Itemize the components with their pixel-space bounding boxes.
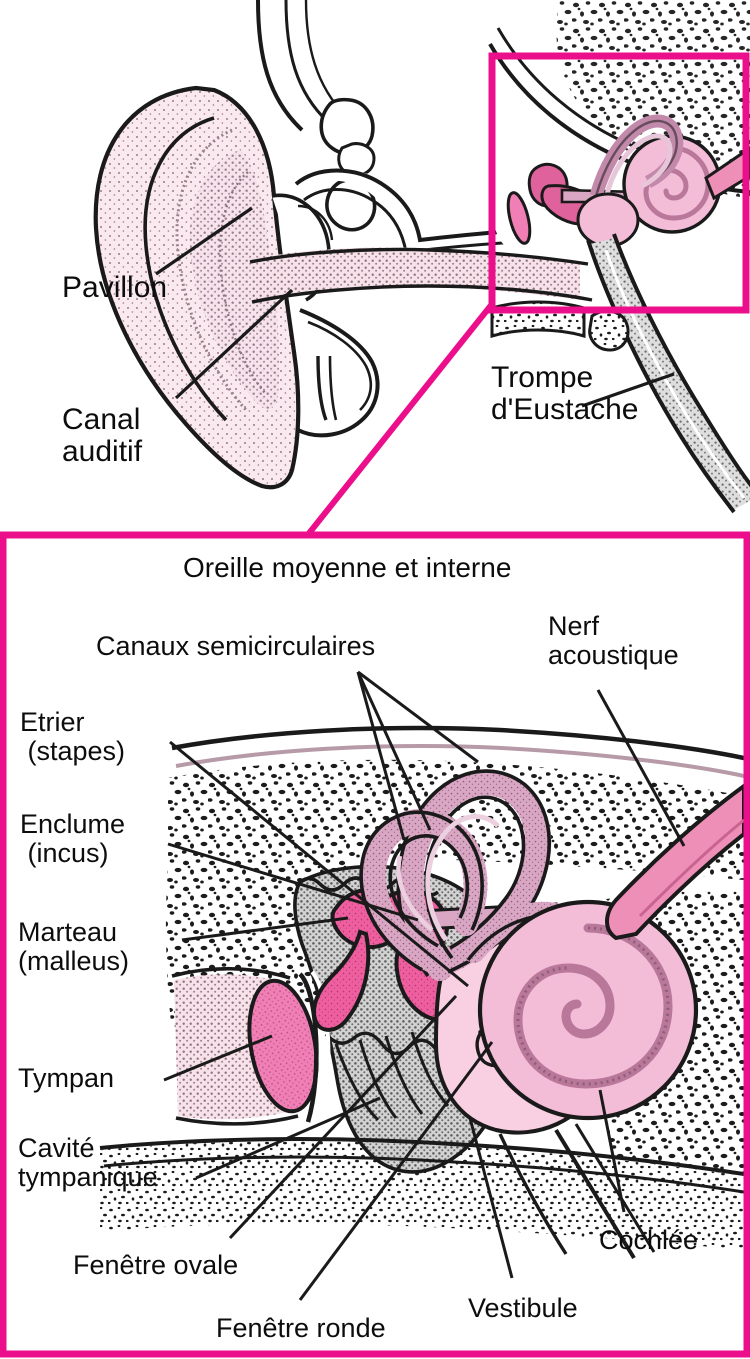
label-nerf-acoustique: Nerf acoustique [548, 611, 679, 670]
detail-panel-border [0, 531, 750, 1358]
acoustic-nerve-shape [605, 783, 744, 941]
label-enclume-incus: Enclume (incus) [20, 809, 126, 868]
cochlea-shape [477, 899, 699, 1121]
label-tympan: Tympan [18, 1063, 115, 1093]
highlight-box [488, 52, 750, 314]
label-canaux-semicirculaires: Canaux semicirculaires [96, 631, 376, 661]
label-vestibule: Vestibule [468, 1293, 578, 1323]
leader-pavillon [155, 206, 253, 276]
detail-panel-graphic [6, 538, 744, 1351]
label-pavillon: Pavillon [62, 271, 168, 304]
label-marteau-malleus: Marteau (malleus) [18, 917, 130, 976]
leader-canal-auditif [174, 288, 294, 400]
label-fenetre-ronde: Fenêtre ronde [216, 1313, 386, 1343]
label-cavite-tympanique: Cavité tympanique [18, 1133, 158, 1192]
detail-leader-lines [163, 670, 686, 1301]
label-canal-auditif: Canal auditif [62, 403, 143, 469]
label-etrier-stapes: Etrier (stapes) [20, 707, 126, 766]
zoom-connector-line [303, 302, 495, 539]
top-panel-graphic [93, 0, 750, 514]
label-cochlee: Cochlée [599, 1225, 699, 1255]
label-trompe-eustache: Trompe d'Eustache [491, 361, 639, 427]
label-fenetre-ovale: Fenêtre ovale [73, 1250, 239, 1280]
detail-panel-title: Oreille moyenne et interne [183, 552, 512, 583]
leader-trompe-eustache [581, 372, 675, 408]
